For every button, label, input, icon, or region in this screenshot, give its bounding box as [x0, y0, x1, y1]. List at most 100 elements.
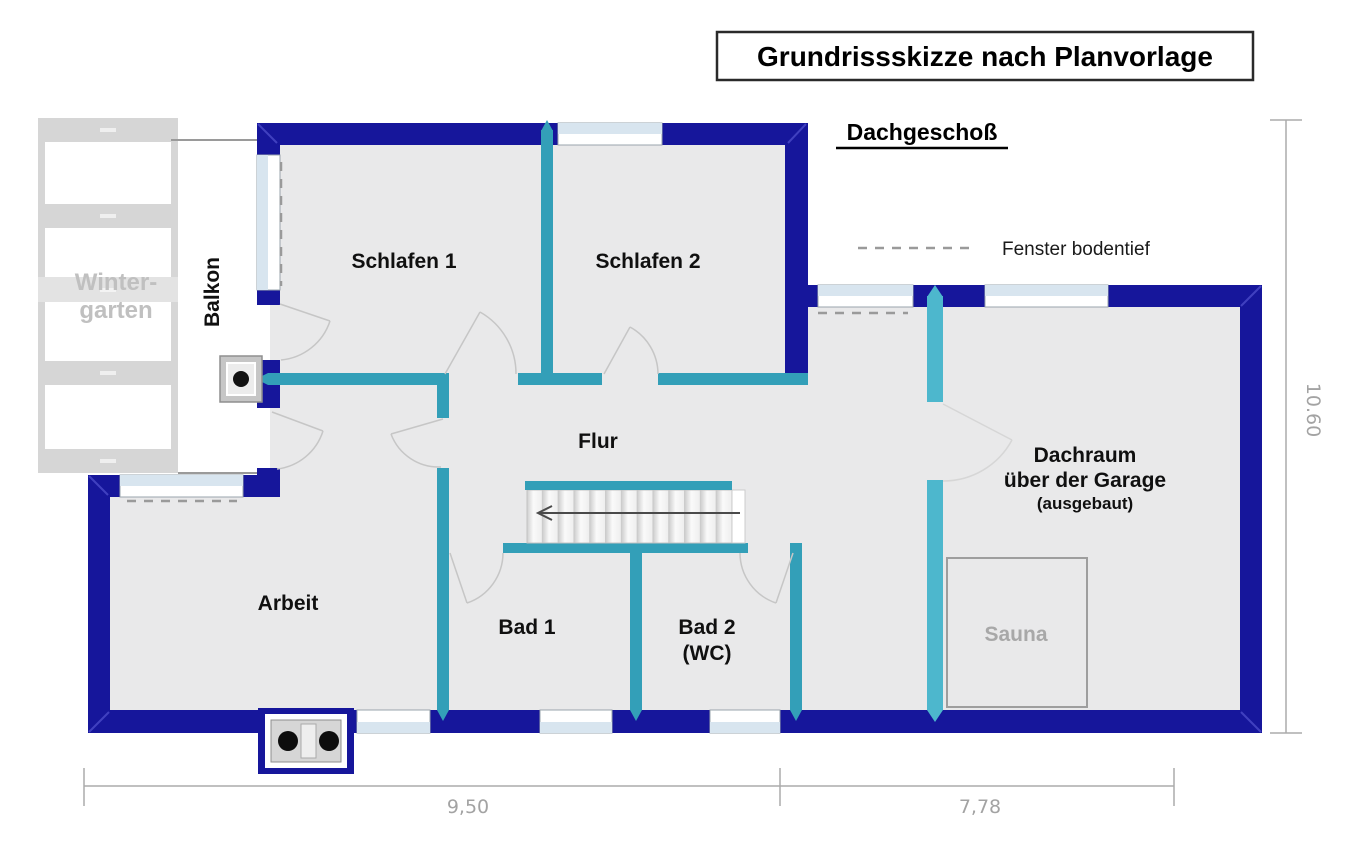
door-leaf	[444, 311, 481, 375]
wall-arrow-tip	[437, 710, 449, 721]
door-arc	[390, 433, 442, 468]
wall-segment	[1240, 285, 1262, 733]
door-leaf	[449, 552, 468, 604]
dim-value-bottom-left: 9,50	[447, 796, 489, 818]
window-bottom-arbeit	[356, 709, 431, 734]
wall-arrow-tip	[927, 285, 943, 297]
room-label-flur: Flur	[578, 430, 618, 453]
wall-segment	[662, 123, 808, 145]
stair-treads	[526, 489, 733, 544]
room-label-sauna: Sauna	[984, 623, 1047, 646]
room-label-arbeit: Arbeit	[258, 592, 319, 615]
wall-segment	[257, 290, 280, 305]
wall-arrow-tip	[927, 710, 943, 722]
door-arc	[466, 552, 504, 604]
door-leaf	[279, 303, 331, 322]
wall-segment	[257, 123, 558, 145]
floor-deep-window-markers	[127, 162, 908, 503]
room-label-dachraum-line2: über der Garage	[1004, 469, 1166, 492]
wall-segment	[437, 373, 449, 418]
door-leaf	[390, 418, 444, 435]
door-schlafen1	[444, 311, 517, 375]
wall-segment	[927, 480, 943, 710]
corner-bevel	[787, 123, 807, 144]
wall-segment	[503, 543, 748, 553]
door-schlafen2	[603, 326, 659, 375]
title-box: Grundrissskizze nach Planvorlage	[715, 30, 1255, 82]
wall-segment	[430, 710, 540, 733]
room-label-schlafen1: Schlafen 1	[351, 250, 456, 273]
wall-segment	[927, 296, 943, 402]
wall-arrow-tip	[790, 710, 802, 721]
door-bad1	[449, 552, 504, 604]
chimney-slot	[300, 723, 317, 759]
wall-segment	[437, 543, 448, 553]
corner-bevel	[257, 123, 278, 144]
door-dachraum	[942, 403, 1013, 482]
window-dachraum-left	[817, 284, 914, 308]
door-flur-balkon	[271, 411, 324, 470]
corner-bevel	[88, 711, 110, 733]
floor-label: Dachgeschoß	[847, 119, 998, 145]
door-leaf	[271, 411, 324, 432]
door-arc	[276, 430, 324, 470]
legend: Fenster bodentief	[858, 239, 1151, 260]
window-dachraum-right	[984, 284, 1109, 308]
wall-segment	[243, 475, 273, 497]
stair-landing	[731, 489, 746, 544]
doors	[271, 303, 1013, 604]
wall-segment	[807, 285, 818, 307]
room-label-dachraum-line3: (ausgebaut)	[1037, 494, 1133, 513]
chimney-bottom	[258, 708, 354, 774]
wall-segment	[658, 373, 808, 385]
door-leaf	[775, 552, 794, 604]
wall-segment	[268, 373, 442, 385]
stairs	[525, 481, 746, 544]
wintergarten-structure: Winter- garten	[38, 118, 178, 473]
chimney-balkon	[219, 355, 263, 403]
wall-arrow-tip	[541, 120, 553, 131]
sauna-box: Sauna	[946, 557, 1088, 708]
wall-segment	[612, 710, 710, 733]
wall-segment	[257, 123, 280, 155]
inner-walls	[256, 120, 943, 722]
floor-heading: Dachgeschoß	[836, 119, 1008, 150]
door-schlafen1-balkon	[279, 303, 331, 361]
door-bad2	[739, 552, 794, 604]
stair-direction-arrow	[535, 505, 740, 521]
wall-segment	[541, 130, 553, 385]
wintergarten-band-mark	[100, 214, 116, 218]
chimney-flue	[233, 371, 249, 387]
sauna-outline	[946, 557, 1088, 708]
door-arc	[629, 326, 659, 375]
window-bottom-bad2	[709, 709, 781, 734]
dim-value-right: 10.60	[1302, 383, 1324, 437]
wintergarten-band-mark	[100, 128, 116, 132]
wall-segment	[790, 543, 802, 710]
title-border	[715, 30, 1255, 82]
door-arbeit-flur	[390, 418, 444, 468]
wintergarten-band-mark	[100, 459, 116, 463]
room-label-bad2-line2: (WC)	[683, 642, 732, 665]
wall-segment	[437, 468, 449, 710]
corner-bevel	[1240, 285, 1262, 307]
room-label-schlafen2: Schlafen 2	[595, 250, 700, 273]
window-bottom-bad1	[539, 709, 613, 734]
door-arc	[739, 552, 777, 604]
door-leaf	[603, 326, 631, 375]
wall-segment	[913, 285, 985, 307]
door-arc	[479, 311, 517, 375]
room-label-dachraum-line1: Dachraum	[1034, 444, 1137, 467]
dimension-lines: 9,50 7,78 10.60	[83, 119, 1324, 818]
door-arc	[942, 439, 1013, 482]
wall-arrow-tip	[630, 710, 642, 721]
corner-bevel	[88, 475, 109, 496]
page-title: Grundrissskizze nach Planvorlage	[757, 41, 1213, 72]
room-label-wintergarten-line1: Winter-	[75, 269, 157, 296]
chimney-flue	[278, 731, 298, 751]
wall-segment	[1108, 285, 1262, 307]
room-label-balkon: Balkon	[201, 257, 224, 327]
room-label-bad1: Bad 1	[498, 616, 556, 639]
stair-top-rail	[525, 481, 732, 490]
